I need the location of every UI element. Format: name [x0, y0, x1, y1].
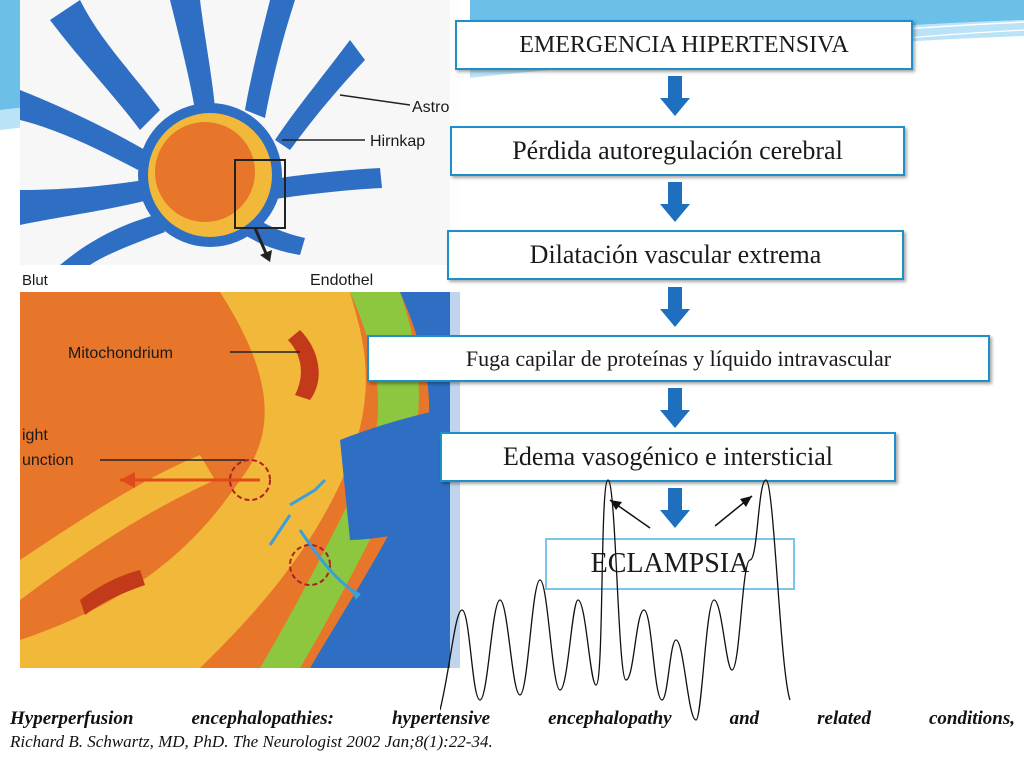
label-junction: unction	[22, 452, 74, 469]
step-label: Fuga capilar de proteínas y líquido intr…	[465, 345, 892, 371]
citation-title: Hyperperfusion encephalopathies: hyperte…	[10, 708, 1015, 729]
cerebral-capillary-illustration: Astro Hirnkap Blut Endothel Mitochondriu…	[20, 0, 470, 668]
result-eclampsia: ECLAMPSIA	[545, 538, 795, 590]
down-arrow-icon	[660, 287, 690, 327]
step-label: Edema vasogénico e intersticial	[503, 442, 833, 471]
step-emergencia-hipertensiva: EMERGENCIA HIPERTENSIVA	[455, 20, 913, 70]
label-tight: ight	[22, 427, 48, 444]
label-astro: Astro	[412, 99, 449, 116]
step-label: EMERGENCIA HIPERTENSIVA	[519, 31, 849, 58]
citation: Hyperperfusion encephalopathies: hyperte…	[10, 708, 1015, 752]
down-arrow-icon	[660, 76, 690, 116]
label-endothel: Endothel	[310, 272, 373, 289]
down-arrow-icon	[660, 388, 690, 428]
step-label: Dilatación vascular extrema	[529, 240, 822, 269]
eeg-waveform	[440, 479, 791, 721]
step-label: Pérdida autoregulación cerebral	[512, 136, 843, 165]
label-hirnkap: Hirnkap	[370, 133, 425, 150]
step-edema-vasogenico: Edema vasogénico e intersticial	[440, 432, 896, 482]
down-arrow-icon	[660, 488, 690, 528]
label-blut: Blut	[22, 272, 49, 289]
citation-source: Richard B. Schwartz, MD, PhD. The Neurol…	[10, 732, 493, 751]
down-arrow-icon	[660, 182, 690, 222]
result-label: ECLAMPSIA	[590, 548, 750, 579]
step-fuga-capilar: Fuga capilar de proteínas y líquido intr…	[367, 335, 990, 382]
step-dilatacion-vascular: Dilatación vascular extrema	[447, 230, 904, 280]
step-perdida-autoregulacion: Pérdida autoregulación cerebral	[450, 126, 905, 176]
label-mitochondrium: Mitochondrium	[68, 345, 173, 362]
